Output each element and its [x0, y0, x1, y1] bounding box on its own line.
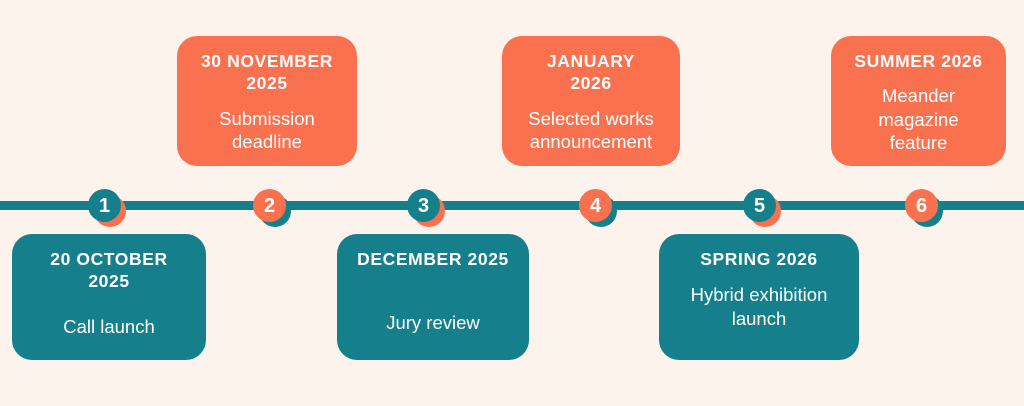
milestone-date: SPRING 2026	[700, 249, 818, 269]
marker-number: 1	[98, 194, 111, 217]
marker-disc: 2	[253, 189, 286, 222]
milestone-date: SUMMER 2026	[854, 51, 983, 71]
timeline-axis-line	[0, 201, 1024, 210]
milestone-date: JANUARY 2026	[546, 51, 636, 94]
milestone-description: Meander magazine feature	[878, 85, 959, 153]
marker-disc: 1	[88, 189, 121, 222]
milestone-card-5[interactable]: SPRING 2026 Hybrid exhibition launch	[659, 234, 859, 360]
milestone-card-6[interactable]: SUMMER 2026 Meander magazine feature	[831, 36, 1006, 166]
milestone-date: 30 NOVEMBER 2025	[200, 51, 334, 94]
milestone-card-3[interactable]: DECEMBER 2025 Jury review	[337, 234, 529, 360]
timeline-marker-1[interactable]: 1	[88, 189, 126, 227]
milestone-card-1[interactable]: 20 OCTOBER 2025 Call launch	[12, 234, 206, 360]
milestone-description: Call launch	[63, 315, 155, 337]
timeline-marker-2[interactable]: 2	[253, 189, 291, 227]
marker-number: 2	[263, 194, 276, 217]
timeline-marker-4[interactable]: 4	[579, 189, 617, 227]
marker-number: 6	[915, 194, 928, 217]
milestone-description: Jury review	[386, 311, 480, 333]
milestone-card-2[interactable]: 30 NOVEMBER 2025 Submission deadline	[177, 36, 357, 166]
milestone-description: Hybrid exhibition launch	[690, 284, 828, 329]
timeline-marker-3[interactable]: 3	[407, 189, 445, 227]
milestone-description: Submission deadline	[219, 107, 315, 153]
marker-number: 4	[589, 194, 602, 217]
timeline-marker-5[interactable]: 5	[743, 189, 781, 227]
timeline-marker-6[interactable]: 6	[905, 189, 943, 227]
milestone-date: DECEMBER 2025	[357, 249, 509, 269]
milestone-card-4[interactable]: JANUARY 2026 Selected works announcement	[502, 36, 680, 166]
marker-number: 5	[753, 194, 766, 217]
milestone-date: 20 OCTOBER 2025	[50, 249, 168, 292]
marker-number: 3	[417, 194, 430, 217]
milestone-description: Selected works announcement	[528, 107, 654, 153]
marker-disc: 3	[407, 189, 440, 222]
marker-disc: 6	[905, 189, 938, 222]
marker-disc: 4	[579, 189, 612, 222]
marker-disc: 5	[743, 189, 776, 222]
